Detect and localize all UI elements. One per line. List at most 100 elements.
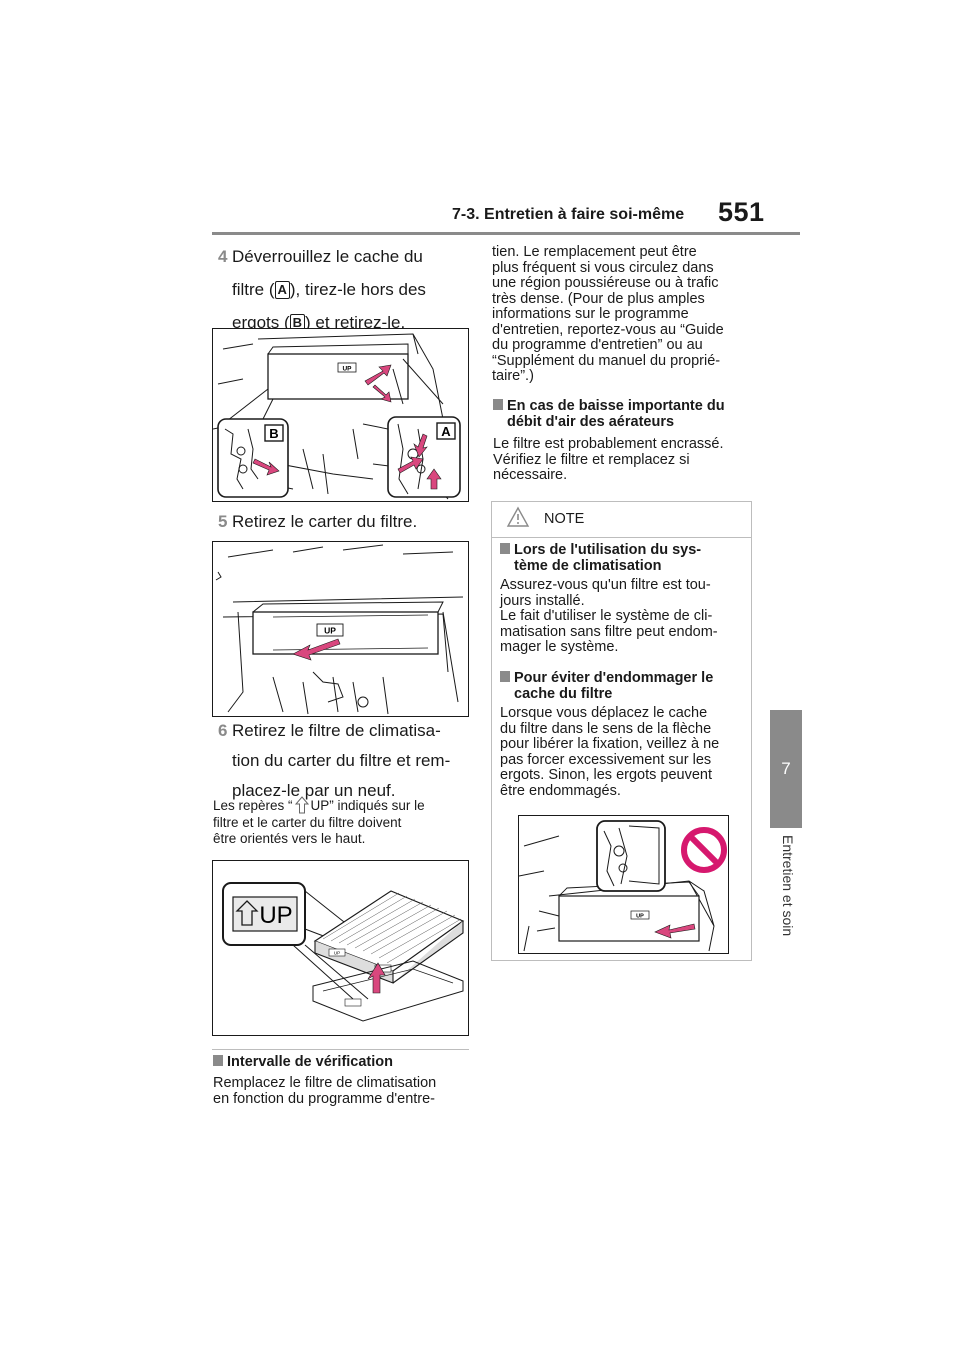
arrow-up — [367, 962, 386, 994]
section-title: 7-3. Entretien à faire soi-même — [452, 206, 685, 223]
up-tag-text: UP — [342, 366, 352, 373]
body-line: “Supplément du manuel du proprié- — [492, 352, 721, 369]
interval-text: Remplacez le filtre de climatisation en … — [213, 1075, 471, 1107]
heading-line: cache du filtre — [514, 686, 613, 702]
prohibition-icon — [681, 827, 727, 873]
body-line: nécessaire. — [493, 467, 568, 483]
square-bullet-icon — [500, 671, 510, 682]
illustration-do-not-force: UP — [519, 820, 727, 952]
square-bullet-icon — [213, 1055, 223, 1066]
step-number: 4 — [218, 247, 228, 266]
callout-label-a: A — [274, 281, 290, 299]
step-number: 5 — [218, 512, 228, 531]
body-line: très dense. (Pour de plus amples — [492, 290, 705, 307]
up-tag-1 — [337, 362, 357, 373]
square-bullet-icon — [493, 399, 503, 410]
note-line: filtre et le carter du filtre doivent — [213, 815, 402, 830]
step-line: Retirez le carter du filtre. — [232, 512, 418, 531]
body-line: Le filtre est probablement encrassé. — [493, 436, 724, 452]
up-tag-text: UP — [636, 914, 644, 920]
interval-heading: Intervalle de vérification — [213, 1054, 469, 1070]
orientation-note: Les repères “UP” indiqués sur le filtre … — [213, 796, 469, 846]
chapter-title-vertical: Entretien et soin — [770, 835, 802, 985]
step-text: filtre ( — [232, 280, 275, 299]
figure-filter-orientation: UP UP — [212, 860, 469, 1036]
section-divider — [212, 1049, 469, 1050]
step-line: ergots (B) et retirez-le. — [232, 309, 468, 336]
inset-zoom — [596, 820, 666, 892]
note-section1-text: Assurez-vous qu'un filtre est tou- jours… — [500, 577, 750, 656]
step-5: 5 Retirez le carter du filtre. — [218, 508, 468, 535]
body-line: Vérifiez le filtre et remplacez si — [493, 451, 690, 468]
body-line: d'entretien, reportez-vous au “Guide — [492, 321, 724, 338]
body-line: une région poussiéreuse ou à trafic — [492, 275, 719, 291]
note-label: NOTE — [544, 511, 585, 527]
arrow-unlock — [364, 364, 392, 386]
chapter-tab: 7 — [770, 710, 802, 828]
label-b: B — [269, 426, 278, 441]
caution-icon — [506, 506, 530, 527]
heading-line: tème de climatisation — [514, 558, 662, 574]
body-line: Le fait d'utiliser le système de cli- — [500, 608, 713, 624]
body-line: matisation sans filtre peut endom- — [500, 623, 718, 640]
body-line: être endommagés. — [500, 782, 621, 799]
note-text: Les repères “ — [213, 798, 293, 813]
arrow-force — [654, 923, 696, 939]
step-text: ergots ( — [232, 313, 290, 332]
arrow-pull — [372, 384, 392, 403]
airflow-heading: En cas de baisse importante du débit d'a… — [493, 398, 755, 430]
step-text: ), tirez-le hors des — [289, 280, 426, 299]
airflow-text: Le filtre est probablement encrassé. Vér… — [493, 436, 755, 484]
note-box: NOTE Lors de l'utilisation du sys- tème … — [491, 501, 752, 961]
step-4: 4 Déverrouillez le cache du filtre (A), … — [218, 243, 468, 336]
illustration-remove-housing: UP — [215, 544, 464, 715]
step-line: Retirez le filtre de climatisa- — [232, 721, 441, 740]
body-line: ergots. Sinon, les ergots peuvent — [500, 767, 712, 783]
illustration-filter-orientation: UP UP — [222, 882, 465, 1022]
arrow-pull-housing — [292, 638, 341, 661]
body-line: du filtre dans le sens de la flèche — [500, 720, 712, 737]
note-section2-text: Lorsque vous déplacez le cache du filtre… — [500, 705, 750, 799]
body-line: pour libérer la fixation, veillez à ne — [500, 736, 720, 752]
body-line: Remplacez le filtre de climatisation — [213, 1075, 437, 1091]
figure-do-not-force: UP — [518, 815, 729, 954]
up-tag-large: UP — [259, 902, 292, 929]
filter-cover — [558, 895, 700, 942]
body-line: informations sur le programme — [492, 306, 689, 322]
heading-text: Lors de l'utilisation du sys- — [514, 542, 702, 558]
illustration-unlock-cover: UP B A — [213, 333, 461, 500]
heading-text: Pour éviter d'endommager le — [514, 670, 714, 686]
up-tag-2 — [316, 623, 344, 637]
label-a-box — [436, 422, 456, 440]
arrow-a-up — [426, 468, 442, 490]
up-tag-small: UP — [334, 951, 340, 956]
note-section1-heading: Lors de l'utilisation du sys- tème de cl… — [500, 542, 748, 574]
body-line: Assurez-vous qu'un filtre est tou- — [500, 577, 711, 593]
up-tag-text: UP — [324, 626, 336, 636]
heading-line: débit d'air des aérateurs — [507, 414, 675, 430]
label-a: A — [441, 424, 451, 439]
label-b-box — [264, 424, 284, 442]
body-line: taire”.) — [492, 368, 534, 384]
note-line: être orientés vers le haut. — [213, 831, 366, 846]
up-tag-4 — [630, 910, 650, 920]
body-line: jours installé. — [500, 592, 585, 609]
step-line: tion du carter du filtre et rem- — [232, 751, 451, 770]
up-arrow-icon — [294, 796, 309, 814]
filter-housing — [252, 611, 439, 655]
heading-text: En cas de baisse importante du — [507, 398, 725, 414]
step-line: filtre (A), tirez-le hors des — [232, 276, 468, 303]
body-line: mager le système. — [500, 639, 619, 655]
arrow-a-left — [397, 456, 424, 474]
note-header: NOTE — [492, 502, 751, 538]
heading-line: Lors de l'utilisation du sys- — [500, 542, 748, 558]
interval-continuation: tien. Le remplacement peut être plus fré… — [492, 244, 754, 385]
header-rule — [212, 232, 800, 235]
arrow-a-down — [413, 433, 428, 458]
note-section2-heading: Pour éviter d'endommager le cache du fil… — [500, 670, 748, 702]
body-line: pas forcer excessivement sur les — [500, 751, 712, 768]
heading-line: En cas de baisse importante du — [493, 398, 755, 414]
square-bullet-icon — [500, 543, 510, 554]
note-line: Les repères “UP” indiqués sur le — [213, 796, 469, 814]
body-line: en fonction du programme d'entre- — [213, 1090, 436, 1107]
